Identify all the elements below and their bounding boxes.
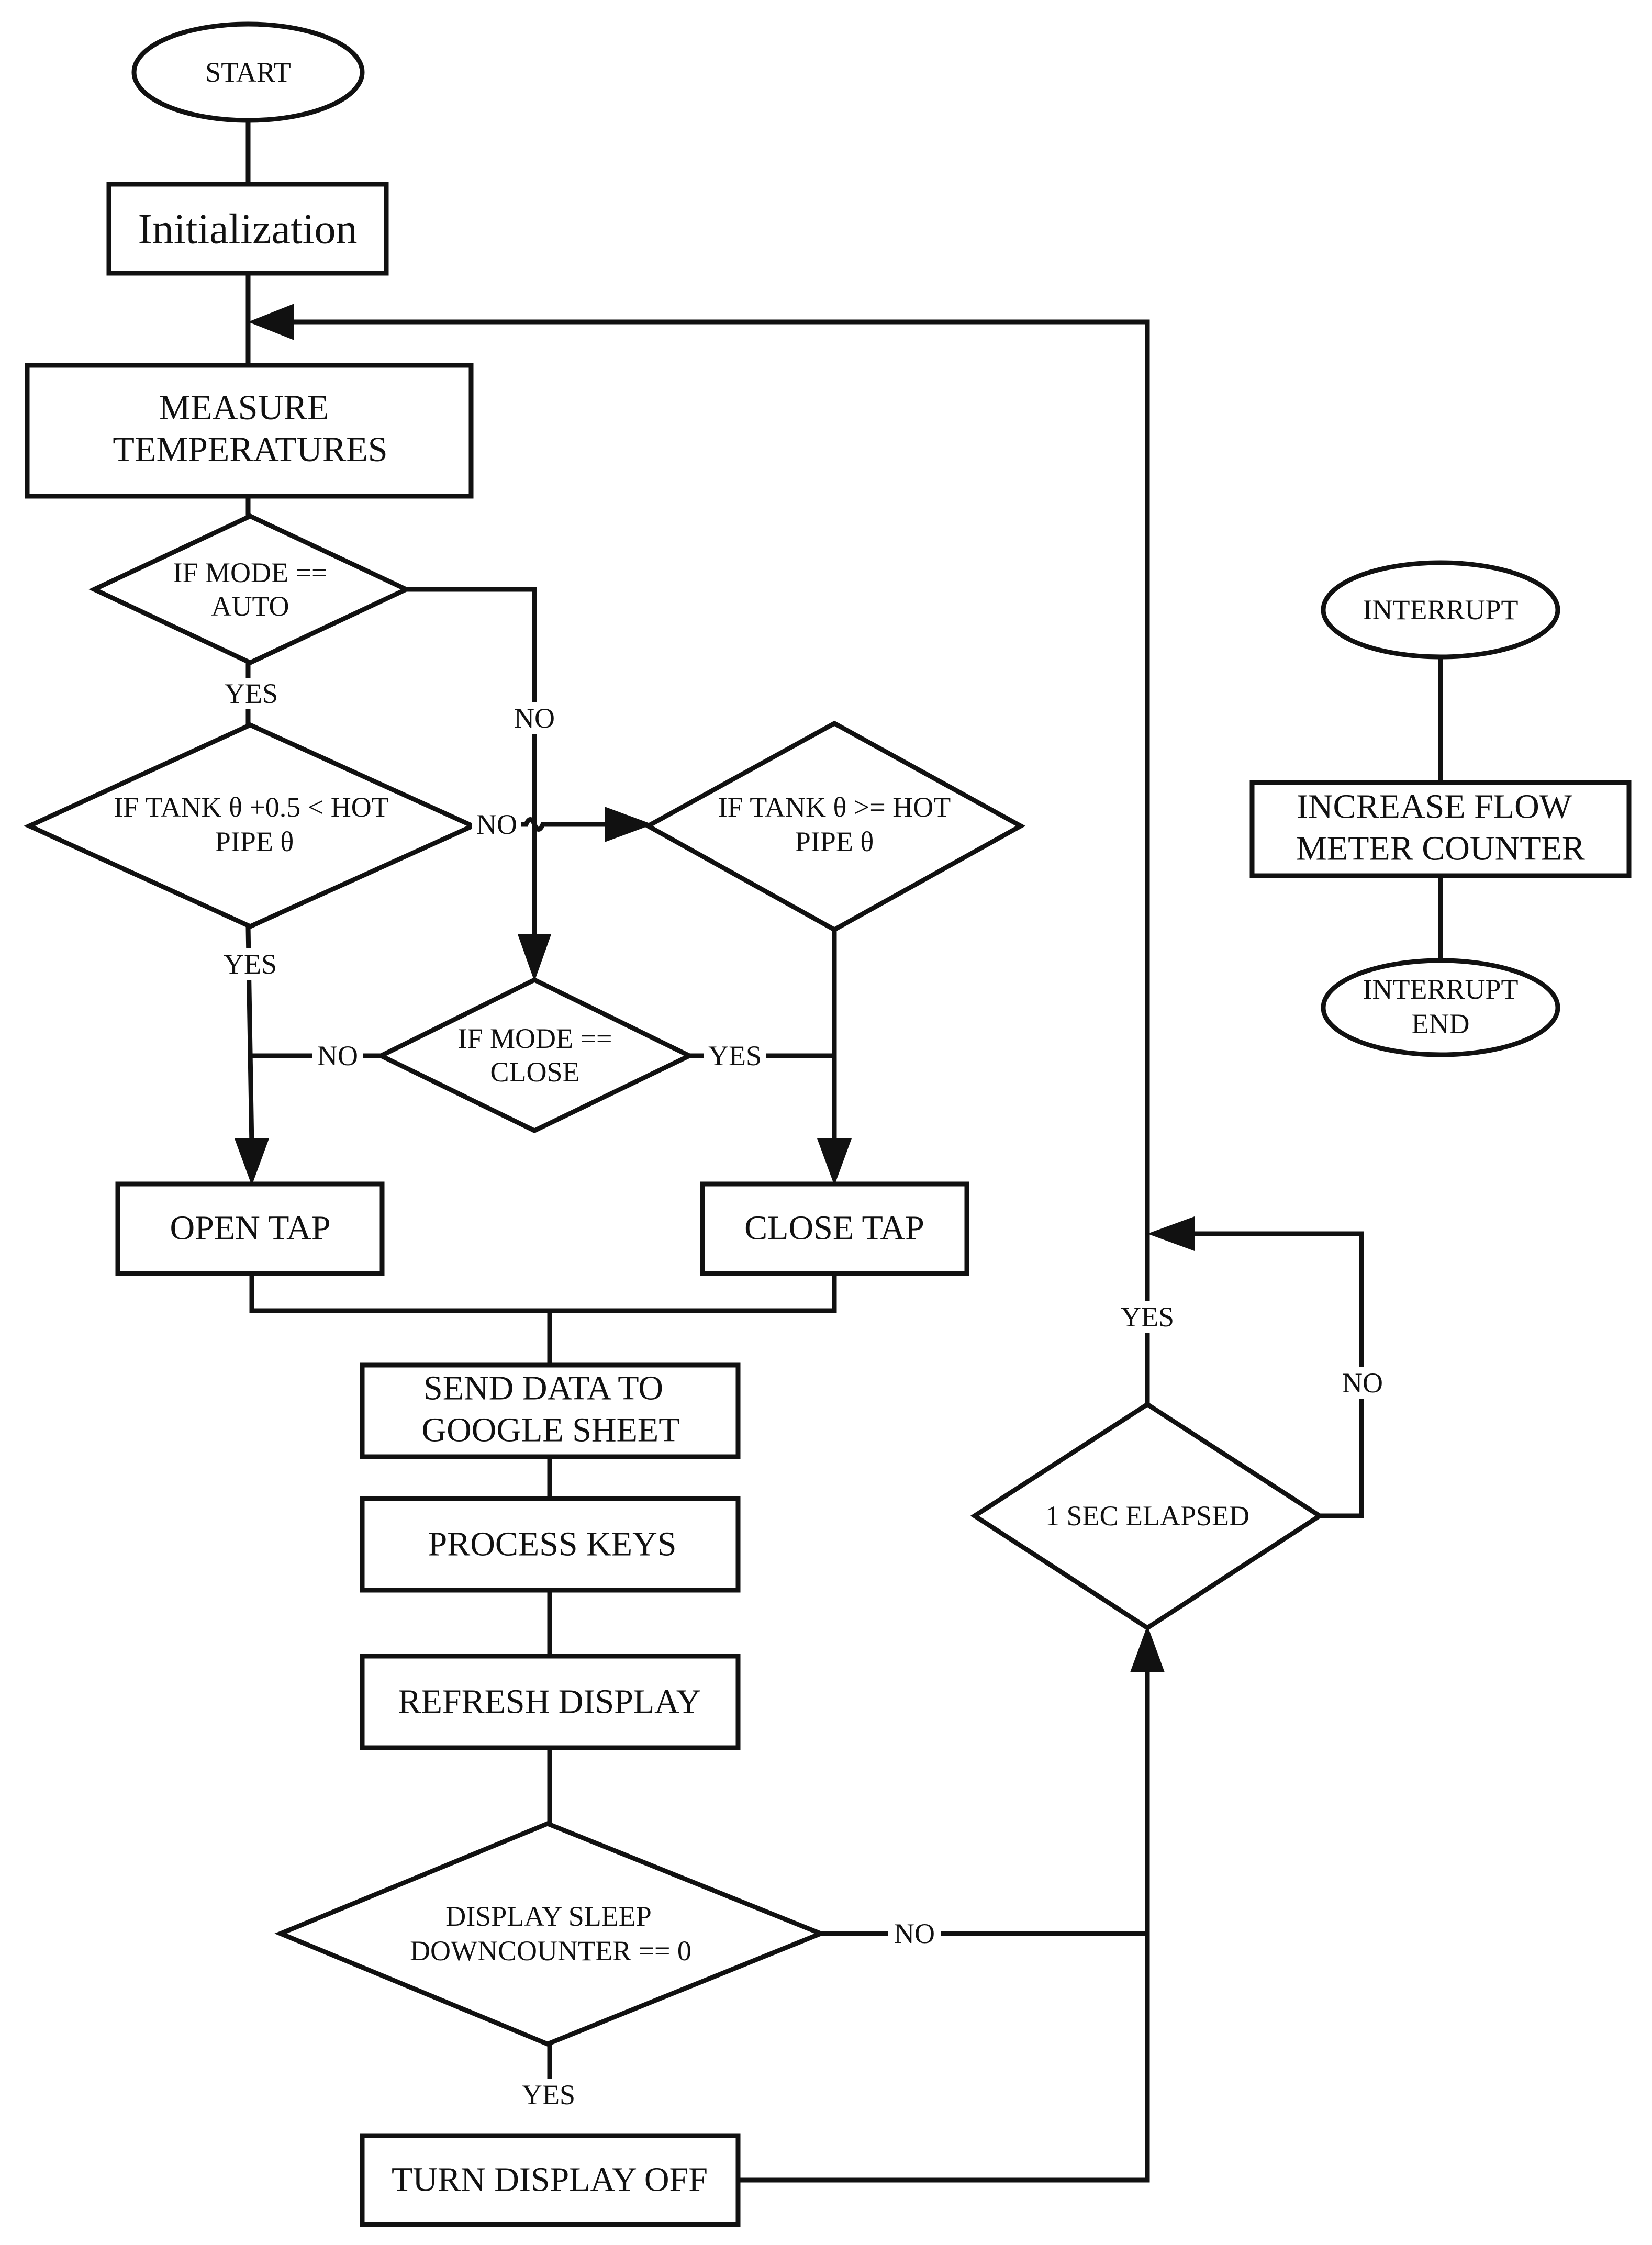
one-sec-elapsed-diamond	[970, 1401, 1324, 1631]
display-sleep-label-1: DISPLAY SLEEP	[445, 1901, 652, 1932]
arrow-head-to-tank-ge	[605, 807, 653, 842]
increase-flow-counter-label-2: METER COUNTER	[1296, 830, 1585, 868]
close-tap-box	[700, 1181, 969, 1276]
measure-temperatures-box	[25, 363, 474, 499]
tank-less-than-pipe-decision: IF TANK θ +0.5 < HOT PIPE θ	[24, 722, 478, 929]
tank-greater-equal-pipe-decision: IF TANK θ >= HOT PIPE θ	[643, 720, 1026, 933]
label-backdrop	[888, 1918, 941, 1949]
interrupt-label: INTERRUPT	[1363, 594, 1519, 626]
tank-greater-equal-pipe-label-2: PIPE θ	[795, 826, 874, 857]
mode-close-decision: IF MODE == CLOSE	[375, 977, 695, 1134]
mode-auto-diamond	[88, 513, 412, 665]
tank-greater-equal-pipe-label-1: IF TANK θ >= HOT	[718, 791, 951, 823]
yes-label-tank-less-than-pipe: YES	[224, 948, 277, 980]
refresh-display-box	[360, 1654, 741, 1750]
turn-display-off-box	[360, 2133, 741, 2227]
arrow-head-to-elapsed	[1130, 1625, 1165, 1672]
start-terminal: START	[131, 21, 365, 123]
turn-display-off-process: TURN DISPLAY OFF	[360, 2133, 741, 2227]
initialization-process: Initialization	[106, 182, 389, 276]
interrupt-end-label-1: INTERRUPT	[1363, 974, 1519, 1005]
yes-label-mode-close: YES	[708, 1040, 762, 1071]
tank-less-than-pipe-diamond	[24, 722, 478, 929]
tank-less-than-pipe-label-2: PIPE θ	[215, 826, 294, 857]
label-backdrop	[508, 702, 561, 734]
display-sleep-decision: DISPLAY SLEEP DOWNCOUNTER == 0	[274, 1821, 828, 2047]
measure-temperatures-label-1: MEASURE	[159, 387, 329, 427]
process-keys-box	[360, 1496, 741, 1593]
connector-mode-auto-no	[406, 587, 537, 938]
label-backdrop	[219, 948, 282, 980]
label-backdrop	[312, 1040, 363, 1071]
arrow-head-to-mode-close	[518, 934, 551, 981]
connector-tank-lt-no	[473, 817, 610, 832]
no-label-display-sleep: NO	[894, 1918, 935, 1949]
label-backdrop	[517, 2079, 580, 2110]
start-ellipse	[131, 21, 365, 123]
label-backdrop	[472, 809, 521, 840]
open-tap-label: OPEN TAP	[170, 1209, 330, 1247]
label-backdrop	[1116, 1301, 1179, 1333]
tank-greater-equal-pipe-diamond	[643, 720, 1026, 933]
arrow-head-to-close-tap	[817, 1138, 852, 1186]
interrupt-terminal: INTERRUPT	[1321, 560, 1560, 660]
measure-temperatures-process: MEASURE TEMPERATURES	[25, 363, 474, 499]
display-sleep-diamond	[274, 1821, 828, 2047]
close-tap-process: CLOSE TAP	[700, 1181, 969, 1276]
send-data-label-1: SEND DATA TO	[423, 1369, 663, 1408]
initialization-label: Initialization	[138, 205, 358, 253]
send-data-process: SEND DATA TO GOOGLE SHEET	[360, 1362, 741, 1459]
refresh-display-label: REFRESH DISPLAY	[398, 1683, 701, 1721]
interrupt-end-label-2: END	[1412, 1008, 1470, 1040]
arrow-head-loop-return	[248, 304, 294, 340]
one-sec-elapsed-decision: 1 SEC ELAPSED	[970, 1401, 1324, 1631]
yes-label-mode-auto: YES	[225, 678, 278, 709]
send-data-box	[360, 1362, 741, 1459]
label-backdrop	[220, 678, 283, 709]
no-label-mode-auto: NO	[514, 702, 555, 734]
label-backdrop	[1336, 1367, 1389, 1399]
mode-auto-label-1: IF MODE ==	[173, 557, 328, 588]
connector-taps-merge	[249, 1274, 837, 1313]
close-tap-label: CLOSE TAP	[744, 1209, 924, 1247]
increase-flow-counter-label-1: INCREASE FLOW	[1297, 788, 1572, 826]
send-data-label-2: GOOGLE SHEET	[421, 1411, 679, 1449]
connector-elapsed-yes-loop	[270, 319, 1150, 1404]
connectors	[245, 120, 1443, 2183]
initialization-box	[106, 182, 389, 276]
process-keys-process: PROCESS KEYS	[360, 1496, 741, 1593]
branch-labels: YES NO NO YES NO YES YES NO YES NO	[219, 678, 1389, 2110]
turn-display-off-label: TURN DISPLAY OFF	[392, 2161, 708, 2199]
interrupt-end-ellipse	[1321, 958, 1560, 1057]
one-sec-elapsed-label: 1 SEC ELAPSED	[1045, 1500, 1249, 1532]
mode-close-label-1: IF MODE ==	[458, 1023, 612, 1054]
mode-close-diamond	[375, 977, 695, 1134]
interrupt-end-terminal: INTERRUPT END	[1321, 958, 1560, 1057]
yes-label-one-sec-elapsed: YES	[1121, 1301, 1174, 1333]
mode-close-label-2: CLOSE	[490, 1056, 579, 1088]
mode-auto-label-2: AUTO	[211, 590, 289, 622]
yes-label-display-sleep: YES	[522, 2079, 575, 2110]
tank-less-than-pipe-label-1: IF TANK θ +0.5 < HOT	[114, 791, 388, 823]
display-sleep-label-2: DOWNCOUNTER == 0	[410, 1935, 691, 1967]
refresh-display-process: REFRESH DISPLAY	[360, 1654, 741, 1750]
interrupt-ellipse	[1321, 560, 1560, 660]
no-label-mode-close: NO	[317, 1040, 358, 1071]
increase-flow-counter-process: INCREASE FLOW METER COUNTER	[1249, 780, 1632, 878]
arrow-heads	[235, 304, 1195, 1672]
no-label-one-sec-elapsed: NO	[1342, 1367, 1383, 1399]
measure-temperatures-label-2: TEMPERATURES	[113, 429, 387, 469]
increase-flow-counter-box	[1249, 780, 1632, 878]
mode-auto-decision: IF MODE == AUTO	[88, 513, 412, 665]
label-backdrop	[704, 1040, 766, 1071]
no-label-tank-less-than-pipe: NO	[476, 809, 517, 840]
process-keys-label: PROCESS KEYS	[428, 1525, 677, 1563]
start-label: START	[205, 57, 291, 88]
open-tap-box	[115, 1181, 385, 1276]
arrow-head-to-open-tap	[235, 1138, 269, 1186]
connector-off-elapsed	[740, 1660, 1150, 2183]
arrow-head-elapsed-no-return	[1147, 1216, 1195, 1251]
open-tap-process: OPEN TAP	[115, 1181, 385, 1276]
